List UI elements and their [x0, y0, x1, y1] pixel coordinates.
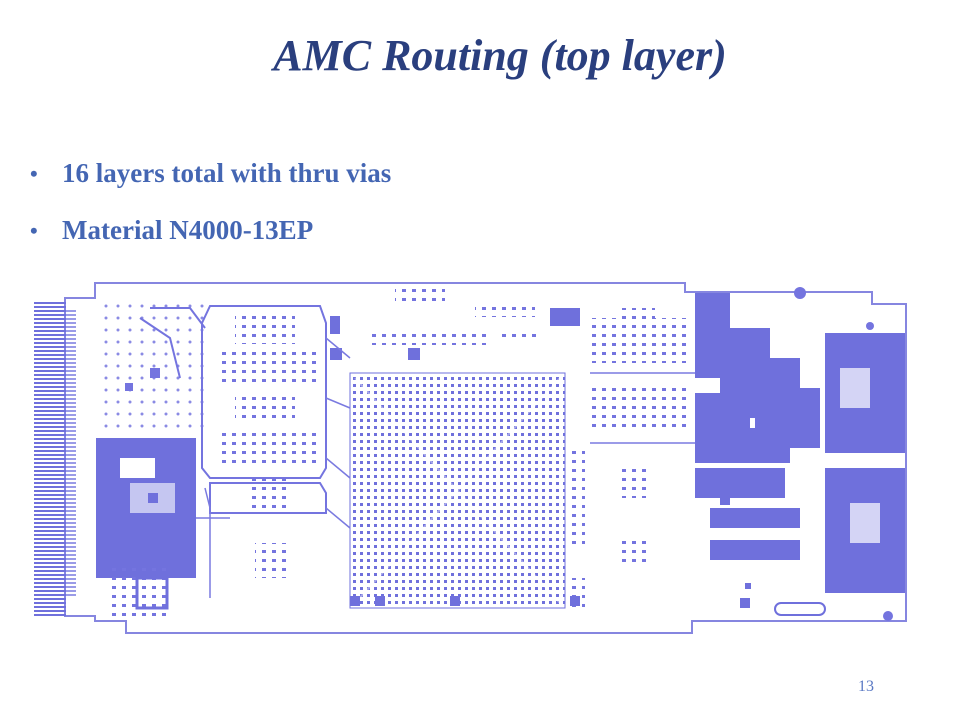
right-fpga-components: [570, 448, 650, 608]
bottom-slot: [774, 602, 826, 616]
bullet-dot-icon: •: [30, 161, 38, 186]
bullet-item: • Material N4000-13EP: [30, 202, 391, 259]
traces: [196, 337, 695, 598]
bullet-list: • 16 layers total with thru vias • Mater…: [30, 145, 391, 259]
right-power-planes: [695, 293, 905, 593]
mounting-holes: [794, 287, 893, 621]
memory-chip-2: [220, 396, 320, 468]
memory-chip-1: [220, 316, 320, 388]
edge-connector: [34, 300, 76, 616]
bullet-text: Material N4000-13EP: [62, 215, 314, 245]
left-power-plane: [96, 438, 196, 618]
board-outline: [64, 282, 907, 634]
bullet-item: • 16 layers total with thru vias: [30, 145, 391, 202]
bullet-text: 16 layers total with thru vias: [62, 158, 392, 188]
pcb-layout-image: [34, 282, 907, 634]
memory-chip-3: [250, 478, 290, 578]
page-number: 13: [858, 678, 874, 695]
left-component-area: [96, 298, 206, 428]
bottom-components: [350, 583, 751, 608]
fpga-bga: [349, 372, 566, 609]
right-memory-chips: [590, 308, 690, 433]
slide-title: AMC Routing (top layer): [273, 31, 727, 80]
bullet-dot-icon: •: [30, 218, 38, 243]
top-center-components: [330, 288, 580, 360]
